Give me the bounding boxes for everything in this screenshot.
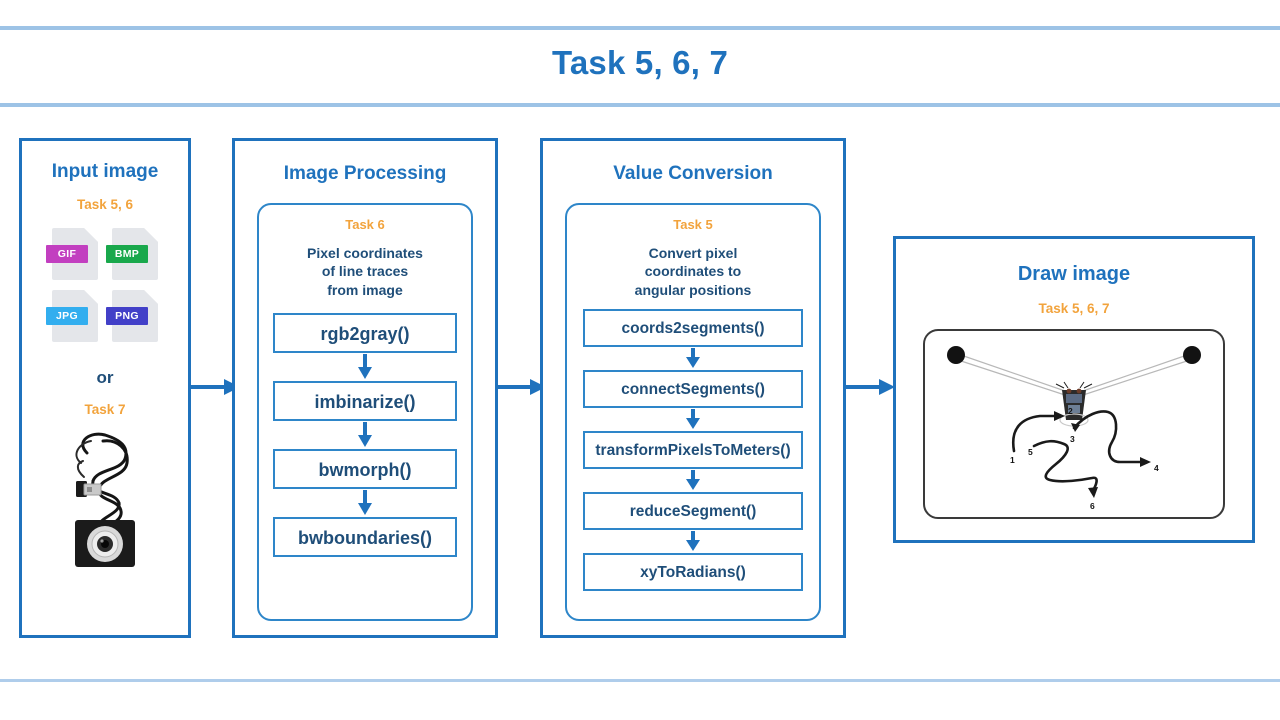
values-arrow-2	[583, 408, 803, 431]
slide-rule-top	[0, 26, 1280, 30]
processing-arrow-3	[273, 489, 457, 517]
values-arrow-4	[583, 530, 803, 553]
file-bmp-label: BMP	[106, 245, 148, 263]
values-description: Convert pixel coordinates to angular pos…	[634, 245, 752, 298]
file-gif-icon: GIF	[46, 228, 98, 280]
draw-result-illustration: 1 2 3 4 5 6	[922, 328, 1226, 520]
page-title: Task 5, 6, 7	[551, 44, 729, 81]
arrow-values-to-draw	[845, 378, 895, 402]
panel-input-image: Input image Task 5, 6 GIF BMP JPG PNG or…	[19, 138, 191, 638]
processing-step-bwboundaries[interactable]: bwboundaries()	[273, 517, 457, 558]
processing-flow: rgb2gray() imbinarize() bwmorph()	[259, 313, 471, 558]
processing-inner-card: Task 6 Pixel coordinates of line traces …	[257, 203, 473, 621]
trace-point-label-5: 5	[1028, 447, 1033, 457]
values-step-xytoradians[interactable]: xyToRadians()	[583, 553, 803, 592]
processing-step-imbinarize[interactable]: imbinarize()	[273, 381, 457, 422]
file-png-icon: PNG	[106, 290, 158, 342]
file-jpg-icon: JPG	[46, 290, 98, 342]
trace-point-label-4: 4	[1154, 463, 1159, 473]
top-left-anchor	[947, 346, 965, 364]
panel-image-processing: Image Processing Task 6 Pixel coordinate…	[232, 138, 498, 638]
trace-point-label-6: 6	[1090, 501, 1095, 511]
values-step-connectsegments[interactable]: connectSegments()	[583, 370, 803, 409]
end-effector	[1055, 381, 1093, 427]
top-right-anchor	[1183, 346, 1201, 364]
file-jpg-label: JPG	[46, 307, 88, 325]
processing-step-bwmorph[interactable]: bwmorph()	[273, 449, 457, 490]
values-arrow-3	[583, 469, 803, 492]
panel-processing-title: Image Processing	[283, 163, 447, 184]
slide-rule-middle	[0, 103, 1280, 107]
draw-task-label: Task 5, 6, 7	[1038, 301, 1110, 316]
slide-rule-bottom	[0, 679, 1280, 682]
panel-values-title: Value Conversion	[613, 163, 773, 184]
trace-point-label-3: 3	[1070, 434, 1075, 444]
values-step-reducesegment[interactable]: reduceSegment()	[583, 492, 803, 531]
input-task-label-top: Task 5, 6	[76, 197, 134, 212]
file-bmp-icon: BMP	[106, 228, 158, 280]
panel-draw-title: Draw image	[1017, 263, 1131, 285]
processing-step-rgb2gray[interactable]: rgb2gray()	[273, 313, 457, 354]
arrow-processing-to-values	[496, 378, 546, 402]
input-task-label-bottom: Task 7	[84, 402, 126, 417]
processing-arrow-1	[273, 353, 457, 381]
values-task-label: Task 5	[673, 217, 713, 232]
usb-webcam-photo	[57, 425, 153, 575]
processing-task-label: Task 6	[345, 217, 385, 232]
processing-description: Pixel coordinates of line traces from im…	[307, 245, 423, 298]
input-or-separator: or	[96, 368, 114, 387]
values-arrow-1	[583, 347, 803, 370]
file-png-label: PNG	[106, 307, 148, 325]
panel-value-conversion: Value Conversion Task 5 Convert pixel co…	[540, 138, 846, 638]
trace-point-label-2: 2	[1068, 406, 1073, 416]
panel-draw-image: Draw image Task 5, 6, 7	[893, 236, 1255, 543]
panel-input-title: Input image	[51, 161, 159, 182]
values-inner-card: Task 5 Convert pixel coordinates to angu…	[565, 203, 821, 621]
file-gif-label: GIF	[46, 245, 88, 263]
processing-arrow-2	[273, 421, 457, 449]
trace-point-label-1: 1	[1010, 455, 1015, 465]
values-step-coords2segments[interactable]: coords2segments()	[583, 309, 803, 348]
values-flow: coords2segments() connectSegments() tran…	[567, 309, 819, 592]
file-format-icon-group: GIF BMP JPG PNG	[44, 228, 166, 342]
values-step-transformpixelstometers[interactable]: transformPixelsToMeters()	[583, 431, 803, 470]
